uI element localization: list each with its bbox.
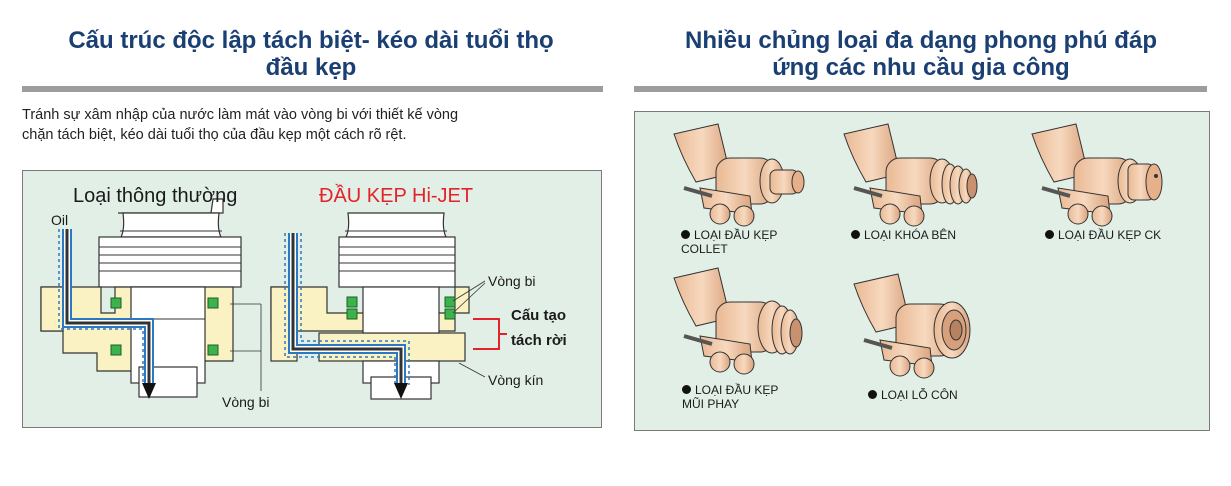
side-lock-holder-icon bbox=[843, 123, 978, 227]
label-conventional: Loại thông thường bbox=[73, 185, 238, 207]
description-line1: Tránh sự xâm nhập của nước làm mát vào v… bbox=[22, 107, 459, 123]
left-description: Tránh sự xâm nhập của nước làm mát vào v… bbox=[22, 105, 602, 145]
product-caption-collet: LOẠI ĐẦU KẸP COLLET bbox=[681, 228, 777, 256]
product-taper-line1: LOẠI LỖ CÔN bbox=[881, 388, 958, 402]
label-bearing-bottom: Vòng bi bbox=[222, 394, 270, 410]
taper-bore-holder-icon bbox=[853, 273, 971, 379]
ck-chuck-holder-icon bbox=[1031, 123, 1163, 227]
structure-diagram-drawing bbox=[40, 198, 507, 400]
product-milling-line2: MŨI PHAY bbox=[682, 397, 740, 411]
right-title-rule bbox=[634, 86, 1207, 92]
product-caption-side-lock: LOẠI KHÓA BÊN bbox=[851, 228, 956, 242]
bullet-icon bbox=[851, 230, 860, 240]
left-title-line1: Cấu trúc độc lập tách biệt- kéo dài tuổi… bbox=[68, 27, 554, 54]
milling-chuck-holder-icon bbox=[673, 267, 803, 375]
left-title-line2: đầu kẹp bbox=[265, 54, 357, 81]
label-oil: Oil bbox=[51, 212, 69, 228]
bullet-icon bbox=[868, 390, 877, 400]
label-seal-ring: Vòng kín bbox=[488, 372, 544, 388]
collet-chuck-holder-icon bbox=[673, 123, 805, 227]
product-collet-line2: COLLET bbox=[681, 242, 728, 256]
left-panel-title: Cấu trúc độc lập tách biệt- kéo dài tuổi… bbox=[12, 27, 610, 81]
product-caption-ck: LOẠI ĐẦU KẸP CK bbox=[1045, 228, 1161, 242]
bullet-icon bbox=[1045, 230, 1054, 240]
product-caption-taper: LOẠI LỖ CÔN bbox=[868, 388, 958, 402]
product-caption-milling: LOẠI ĐẦU KẸP MŨI PHAY bbox=[682, 383, 778, 411]
label-bearing-top: Vòng bi bbox=[488, 273, 536, 289]
label-separate-structure-1: Cấu tạo bbox=[511, 307, 567, 324]
right-title-line2: ứng các nhu cầu gia công bbox=[772, 54, 1070, 81]
label-hijet: ĐẦU KẸP Hi-JET bbox=[319, 185, 474, 207]
bullet-icon bbox=[681, 230, 690, 240]
left-title-rule bbox=[22, 86, 603, 92]
conventional-holder-drawing bbox=[40, 198, 262, 399]
product-milling-line1: LOẠI ĐẦU KẸP bbox=[695, 383, 779, 397]
label-separate-structure-2: tách rời bbox=[511, 332, 567, 349]
product-collet-line1: LOẠI ĐẦU KẸP bbox=[694, 228, 778, 242]
bullet-icon bbox=[682, 385, 691, 395]
product-ck-line1: LOẠI ĐẦU KẸP CK bbox=[1058, 228, 1162, 242]
description-line2: chặn tách biệt, kéo dài tuổi thọ của đầu… bbox=[22, 127, 407, 143]
right-panel-title: Nhiều chủng loại đa dạng phong phú đáp ứ… bbox=[624, 27, 1218, 81]
hijet-holder-drawing bbox=[270, 212, 507, 400]
product-side-lock-line1: LOẠI KHÓA BÊN bbox=[864, 228, 957, 242]
right-title-line1: Nhiều chủng loại đa dạng phong phú đáp bbox=[685, 27, 1157, 54]
